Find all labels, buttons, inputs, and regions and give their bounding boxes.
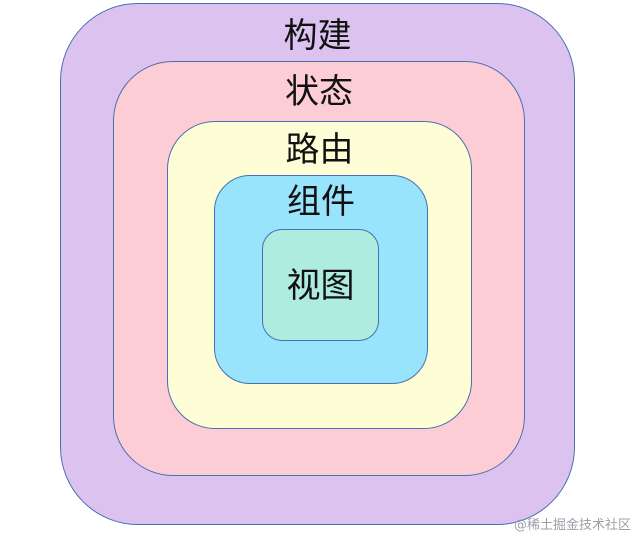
layer-label-build: 构建: [283, 16, 352, 56]
layer-label-state: 状态: [285, 72, 353, 112]
watermark: @稀土掘金技术社区: [513, 518, 631, 533]
layer-view: 视图: [262, 229, 379, 341]
layer-label-view: 视图: [286, 266, 355, 306]
layer-label-route: 路由: [285, 130, 354, 170]
layer-label-component: 组件: [287, 182, 355, 222]
